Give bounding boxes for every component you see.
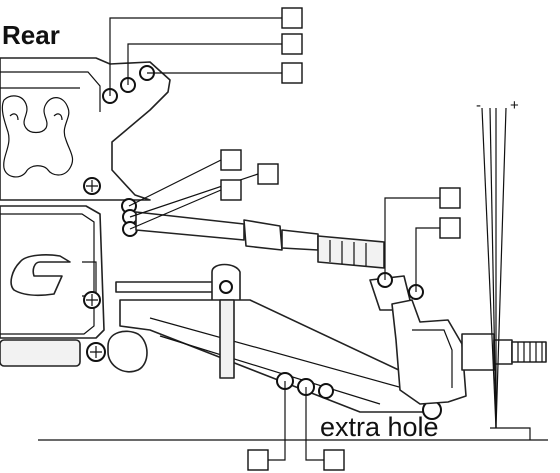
callout-box-1 <box>281 7 303 29</box>
callout-box-3 <box>281 62 303 84</box>
callout-box-8 <box>439 217 461 239</box>
callout-box-7 <box>439 187 461 209</box>
camber-minus-sign: - <box>476 97 481 114</box>
callout-box-10 <box>323 449 345 471</box>
callout-box-6 <box>220 179 242 201</box>
extra-hole-label: extra hole <box>320 412 439 442</box>
camber-plus-sign: + <box>510 97 519 114</box>
arm-extra-hole <box>318 383 334 399</box>
lower-suspension-arm <box>119 299 442 420</box>
hub-carrier <box>369 275 547 405</box>
callout-box-4 <box>220 149 242 171</box>
callout-box-9 <box>247 449 269 471</box>
gearbox-housing <box>0 205 148 373</box>
page-title: Rear <box>2 20 60 50</box>
ground-reference <box>38 107 548 441</box>
shock-mount-icon <box>219 280 233 294</box>
camber-link <box>135 211 385 269</box>
callout-box-2 <box>281 33 303 55</box>
shock-rod <box>115 263 241 309</box>
callout-box-5 <box>257 163 279 185</box>
chassis-frame <box>0 57 171 201</box>
